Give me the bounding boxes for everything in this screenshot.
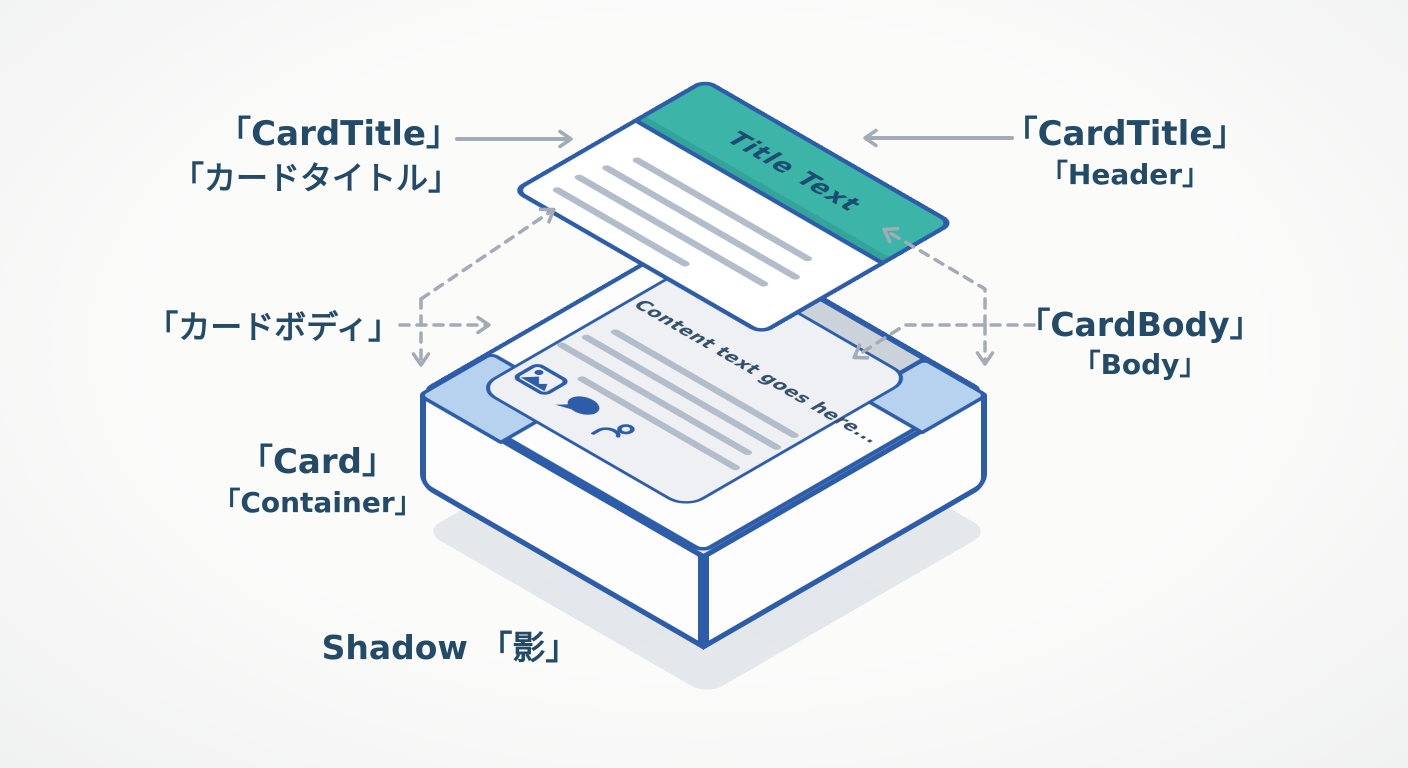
image-icon (514, 364, 568, 395)
label-line: 「カードボディ」 (146, 308, 400, 346)
label-line: 「Body」 (1072, 347, 1208, 381)
label-cardtitle-right: 「CardTitle」 「Header」 (1000, 112, 1250, 194)
label-card-container: 「Card」 「Container」 (200, 440, 435, 522)
label-line: 「CardTitle」 (1003, 114, 1247, 154)
card-title-text: Title Text (718, 128, 870, 216)
card-body-panel: Content text goes here... (475, 256, 914, 510)
person-icon (591, 424, 635, 438)
label-shadow: Shadow 「影」 (320, 626, 580, 670)
speech-bubble-icon (555, 396, 600, 415)
label-line: 「Card」 (238, 442, 396, 482)
label-cardbody-right: 「CardBody」 「Body」 (1015, 303, 1265, 384)
label-line: 「Header」 (1039, 157, 1211, 191)
label-line: 「Container」 (212, 485, 423, 519)
label-line: 「CardBody」 (1017, 305, 1263, 344)
label-cardbody-left: 「カードボディ」 (130, 306, 400, 348)
label-line: Shadow 「影」 (321, 628, 579, 667)
card-box-top-face: Content text goes here... (415, 227, 991, 554)
dashed-arrow-body-left-to-card (419, 207, 556, 301)
label-line: 「カードタイトル」 (171, 158, 460, 197)
placeholder-line (572, 173, 771, 288)
content-icon-row (501, 362, 649, 448)
label-line: 「CardTitle」 (217, 114, 460, 154)
card-title-layer: Title Text (510, 78, 957, 336)
label-cardtitle-left: 「CardTitle」 「カードタイトル」 (140, 112, 460, 199)
